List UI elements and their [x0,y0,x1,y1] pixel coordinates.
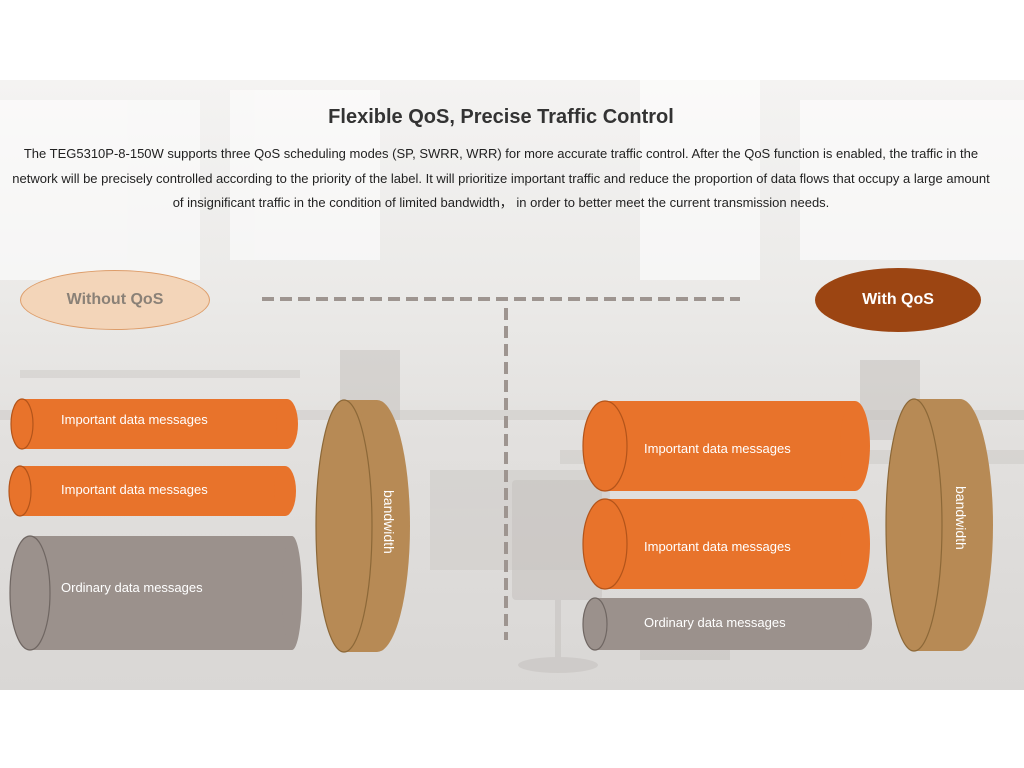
with-qos-message-1-label: Important data messages [644,441,791,456]
page-title: Flexible QoS, Precise Traffic Control [328,106,674,128]
without-qos-bandwidth-cylinder [315,399,410,653]
with-qos-message-1 [582,400,870,492]
without-qos-message-2 [8,465,296,517]
without-qos-message-2-label: Important data messages [61,482,208,497]
qos-cylinders [8,398,993,653]
with-qos-message-3-label: Ordinary data messages [644,615,786,630]
without-qos-label: Without QoS [20,270,210,330]
without-qos-message-3 [9,535,302,651]
with-qos-label: With QoS [815,268,981,332]
page-description: The TEG5310P-8-150W supports three QoS s… [12,146,990,210]
without-qos-message-3-label: Ordinary data messages [61,580,203,595]
without-qos-bandwidth-label: bandwidth [381,490,397,554]
connector-lines [262,297,740,640]
without-qos-message-1-label: Important data messages [61,412,208,427]
with-qos-message-2 [582,498,870,590]
without-qos-message-1 [10,398,298,450]
qos-banner: Flexible QoS, Precise Traffic Control Th… [0,80,1024,690]
with-qos-message-2-label: Important data messages [644,539,791,554]
with-qos-bandwidth-label: bandwidth [953,486,969,550]
with-qos-message-3 [582,597,872,651]
with-qos-bandwidth-cylinder [885,398,993,652]
